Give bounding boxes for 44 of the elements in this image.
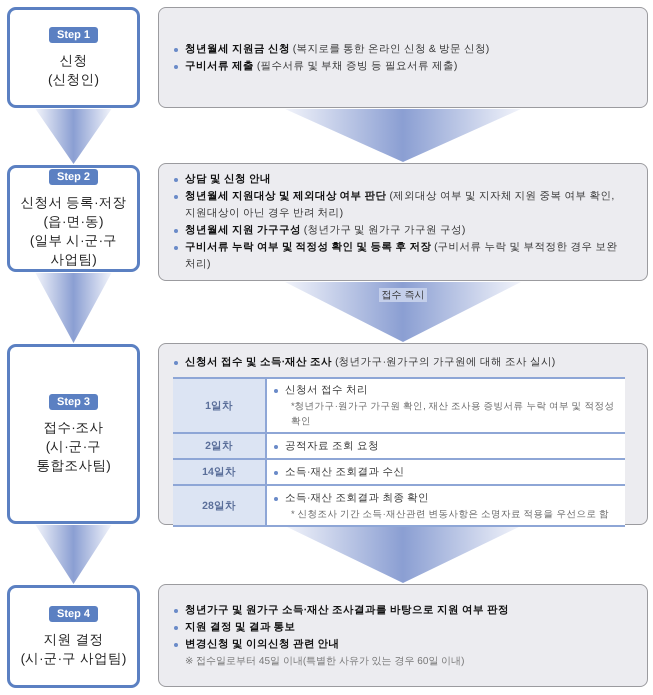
step-badge: Step 1: [48, 26, 98, 42]
bullet-text: 신청서 접수 처리: [273, 382, 619, 399]
note-text: *청년가구·원가구 가구원 확인, 재산 조사용 증빙서류 누락 여부 및 적정성 확인: [290, 400, 616, 429]
bullet-text: 상담 및 신청 안내: [173, 171, 637, 188]
day-cell: 2일차: [173, 433, 266, 459]
bullet-text: 구비서류 제출 (필수서류 및 부채 증빙 등 필요서류 제출): [173, 58, 637, 74]
step-title: 지원 결정 (시·군·구 사업팀): [20, 630, 128, 668]
bullet-text: 신청서 접수 및 소득·재산 조사 (청년가구·원가구의 가구원에 대해 조사 실시): [173, 354, 637, 371]
bullet-text: 구비서류 누락 여부 및 적정성 확인 및 등록 후 저장 (구비서류 누락 및 부적정한 경우 보완 처리): [173, 239, 637, 273]
detail-panel: [158, 584, 648, 687]
bullet-text: 청년가구 및 원가구 소득·재산 조사결과를 바탕으로 지원 여부 판정: [173, 602, 637, 618]
note-text: * 신청조사 기간 소득·재산관련 변동사항은 소명자료 적용을 우선으로 함: [290, 508, 610, 522]
detail-panel: [158, 343, 648, 525]
step-title: 접수·조사 (시·군·구 통합조사팀): [35, 418, 112, 474]
step-title: 신청 (신청인): [47, 52, 100, 88]
step-box: [7, 7, 140, 108]
chevron-arrow: [36, 273, 112, 343]
chevron-arrow: [285, 526, 521, 583]
step-box: [7, 165, 140, 272]
step-box: [7, 344, 140, 524]
bullet-text: 소득·재산 조회결과 수신: [273, 464, 619, 480]
day-cell: 14일차: [173, 459, 266, 485]
step-title: 신청서 등록·저장 (읍·면·동) (일부 시·군·구 사업팀): [19, 194, 128, 268]
detail-panel: [158, 7, 648, 108]
chevron-arrow: [36, 109, 112, 164]
chevron-arrow: [285, 109, 521, 162]
note-text: ※ 접수일로부터 45일 이내(특별한 사유가 있는 경우 60일 이내): [184, 654, 466, 668]
step-badge: Step 4: [48, 606, 98, 622]
bullet-text: 지원 결정 및 결과 통보: [173, 618, 637, 636]
bullet-text: 공적자료 조회 요청: [273, 438, 619, 454]
bullet-text: 청년월세 지원 가구구성 (청년가구 및 원가구 가구원 구성): [173, 222, 637, 239]
bullet-text: 청년월세 지원금 신청 (복지로를 통한 온라인 신청 & 방문 신청): [173, 40, 637, 58]
edge-label: 접수 즉시: [378, 288, 428, 302]
day-cell: 1일차: [173, 378, 266, 433]
chevron-arrow: [36, 525, 112, 584]
chevron-arrow: [285, 282, 521, 342]
bullet-text: 소득·재산 조회결과 최종 확인: [273, 490, 619, 506]
day-cell: 28일차: [173, 485, 266, 526]
step-badge: Step 3: [48, 394, 98, 410]
bullet-text: 청년월세 지원대상 및 제외대상 여부 판단 (제외대상 여부 및 지자체 지원 중복 여부 확인, 지원대상이 아닌 경우 반려 처리): [173, 188, 637, 222]
detail-panel: [158, 163, 648, 281]
step-badge: Step 2: [48, 168, 98, 184]
step-box: [7, 585, 140, 688]
bullet-text: 변경신청 및 이의신청 관련 안내: [173, 636, 637, 652]
